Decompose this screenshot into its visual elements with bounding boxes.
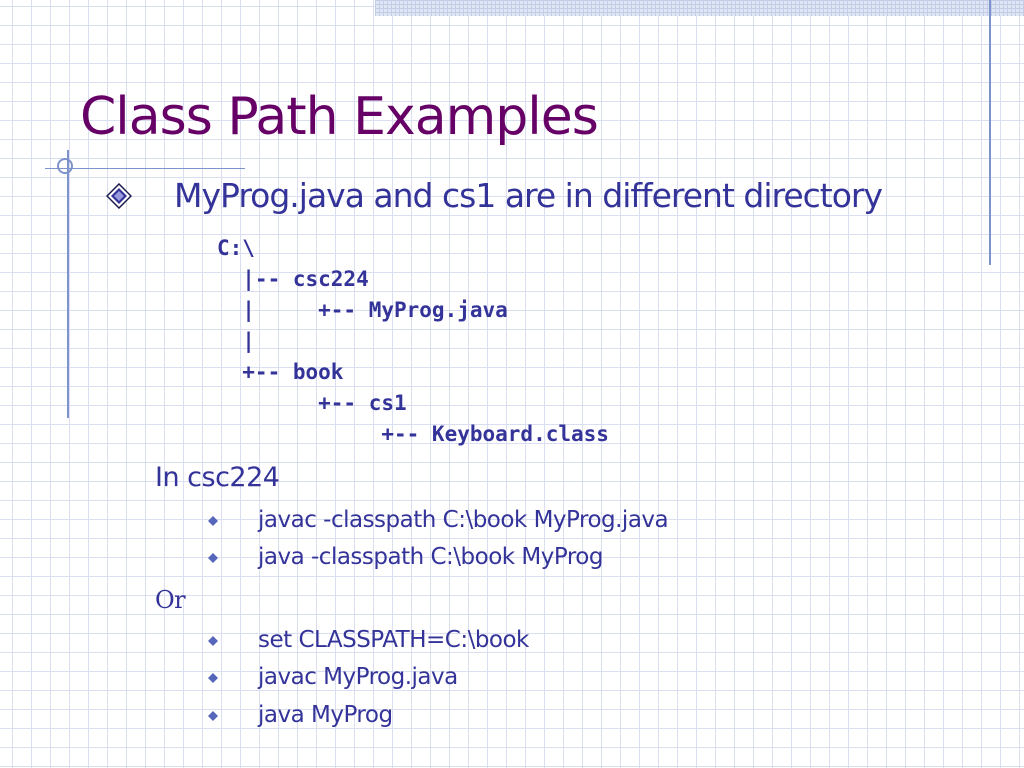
tree-line-keyboard-class: +-- Keyboard.class [217,422,609,446]
command-text: javac -classpath C:\book MyProg.java [258,507,669,533]
directory-tree: C:\ |-- csc224 | +-- MyProg.java | +-- b… [217,233,609,450]
section-label-in-csc224: In csc224 [155,462,280,493]
right-vertical-rule [989,0,991,265]
small-diamond-bullet-icon [208,673,218,683]
slide-title: Class Path Examples [80,87,599,147]
small-diamond-bullet-icon [208,553,218,563]
command-text: javac MyProg.java [258,664,458,690]
command-text: java MyProg [258,702,393,728]
circle-ornament-icon [57,158,73,174]
main-bullet-text: MyProg.java and cs1 are in different dir… [174,176,883,215]
tree-line-cs1: +-- cs1 [217,391,407,415]
title-underline-rule [45,168,245,169]
diamond-bullet-icon [106,183,132,209]
command-text: java -classpath C:\book MyProg [258,544,603,570]
small-diamond-bullet-icon [208,636,218,646]
section-label-or: Or [155,586,186,614]
tree-line-root: C:\ [217,236,255,260]
tree-line-book: +-- book [217,360,344,384]
top-decorative-band [375,0,1024,16]
left-vertical-rule [67,150,69,418]
command-text: set CLASSPATH=C:\book [258,627,529,653]
small-diamond-bullet-icon [208,711,218,721]
tree-line-myprog: | +-- MyProg.java [217,298,508,322]
tree-line-connector: | [217,329,255,353]
small-diamond-bullet-icon [208,516,218,526]
tree-line-csc224: |-- csc224 [217,267,369,291]
